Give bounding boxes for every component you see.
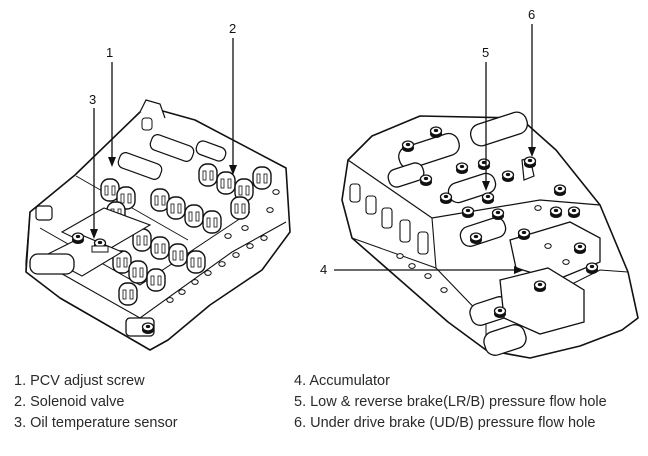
legend-left: 1. PCV adjust screw 2. Solenoid valve 3.…: [14, 371, 178, 434]
legend-item-lr-brake-flow-hole: 5. Low & reverse brake(LR/B) pressure fl…: [294, 394, 607, 410]
callout-4: 4: [320, 262, 524, 277]
legend-item-oil-temperature-sensor: 3. Oil temperature sensor: [14, 415, 178, 431]
legend-item-accumulator: 4. Accumulator: [294, 373, 390, 389]
callout-6-label: 6: [528, 7, 535, 22]
valve-body-diagram: 1 2 3 4 5 6: [25, 7, 639, 359]
legend-item-solenoid-valve: 2. Solenoid valve: [14, 394, 125, 410]
callout-5: 5: [482, 45, 490, 191]
callout-4-label: 4: [320, 262, 327, 277]
legend-item-ud-brake-flow-hole: 6. Under drive brake (UD/B) pressure flo…: [294, 415, 596, 431]
valve-body-left-illustration: [25, 99, 291, 351]
legend-right: 4. Accumulator 5. Low & reverse brake(LR…: [294, 371, 607, 434]
callout-5-label: 5: [482, 45, 489, 60]
callout-3-label: 3: [89, 92, 96, 107]
callout-2: 2: [229, 21, 237, 175]
callout-6: 6: [528, 7, 536, 157]
callout-3: 3: [89, 92, 98, 239]
callout-2-label: 2: [229, 21, 236, 36]
legend-item-pcv-adjust-screw: 1. PCV adjust screw: [14, 373, 145, 389]
valve-body-right-illustration: [341, 111, 639, 359]
callout-1-label: 1: [106, 45, 113, 60]
callout-1: 1: [106, 45, 116, 167]
